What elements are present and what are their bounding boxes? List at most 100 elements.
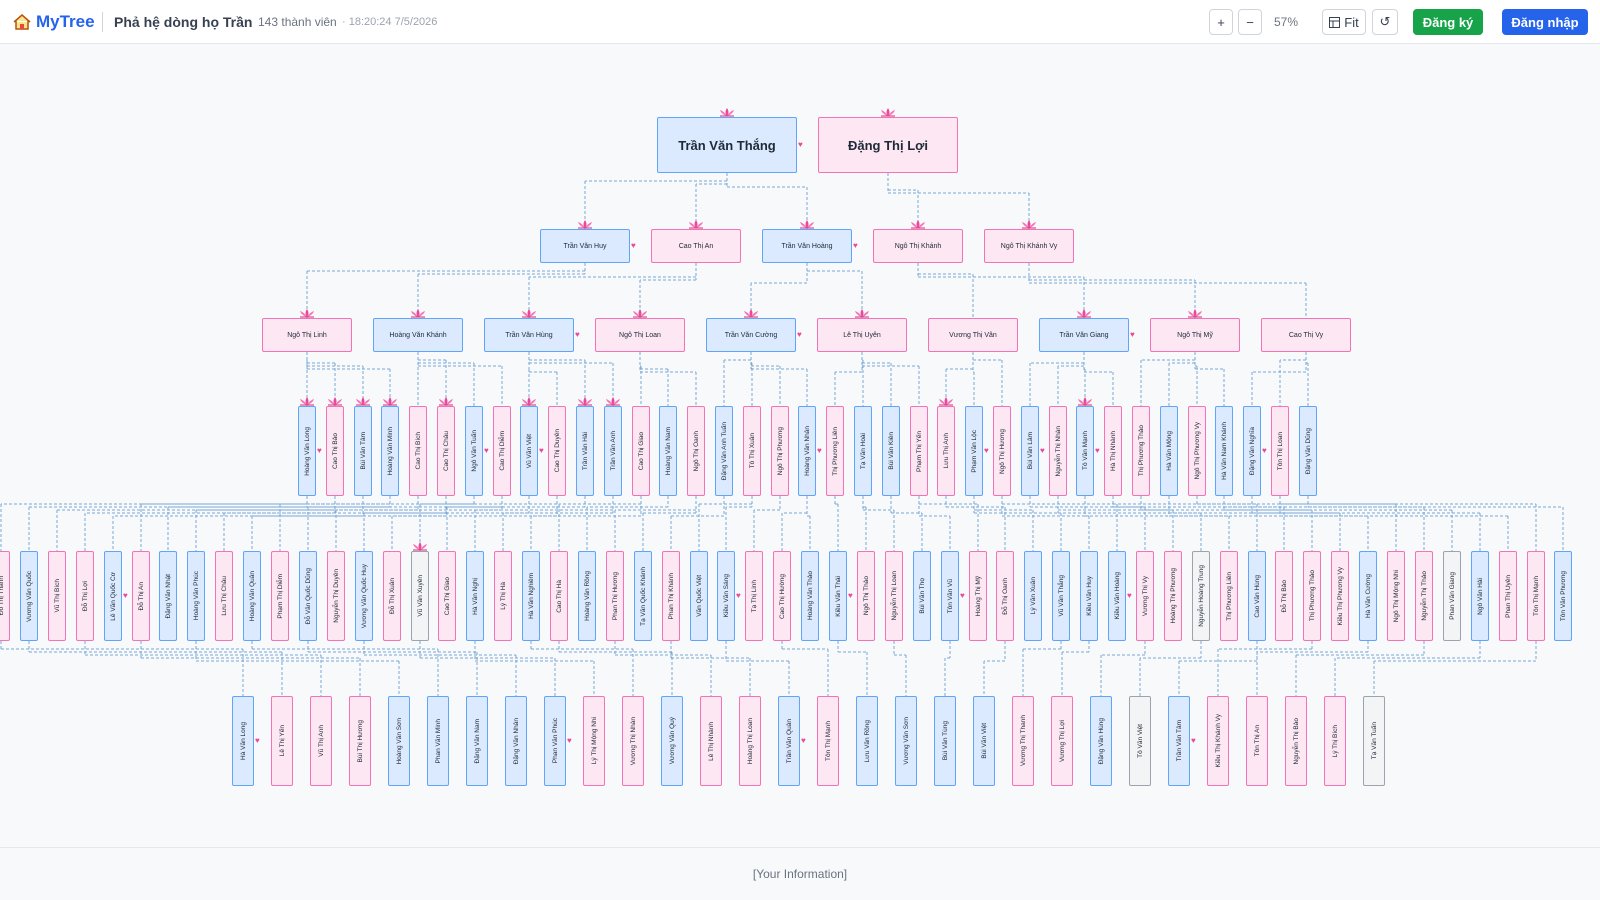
member-card[interactable]: Trần Văn Thắng [657, 108, 797, 173]
member-card[interactable]: Đỗ Thị Xuân [383, 551, 401, 641]
member-card[interactable]: Lê Thị Uyên [817, 309, 907, 352]
member-card[interactable]: Vương Văn Quốc Huy [355, 551, 373, 641]
member-card[interactable]: Lưu Thị Anh [937, 397, 955, 496]
member-card[interactable]: Ngô Thị Khánh Vy [984, 220, 1074, 263]
member-card[interactable]: Vũ Văn Thắng [1052, 551, 1070, 641]
member-card[interactable]: Đỗ Văn Quốc Dũng [299, 551, 317, 641]
member-card[interactable]: Lê Văn Quốc Cơ [104, 551, 122, 641]
member-card[interactable]: Lý Thị Mộng Nhi [583, 696, 605, 786]
member-card[interactable]: Trần Văn Hải [576, 397, 594, 496]
member-card[interactable]: Bùi Văn Thọ [913, 551, 931, 641]
member-card[interactable]: Vương Văn Quốc [20, 551, 38, 641]
member-card[interactable]: Cao Thị Diễm [493, 406, 511, 496]
member-card[interactable]: Trần Văn Hoàng [762, 220, 852, 263]
member-card[interactable]: Đặng Văn Nhân [505, 696, 527, 786]
member-card[interactable]: Cao Thị An [651, 220, 741, 263]
member-card[interactable]: Vũ Thị Bích [48, 551, 66, 641]
member-card[interactable]: Nguyễn Thị Loan [885, 551, 903, 641]
member-card[interactable]: Tô Văn Việt [1129, 696, 1151, 786]
member-card[interactable]: Lưu Thị Châu [215, 551, 233, 641]
member-card[interactable]: Ngô Văn Tuấn [465, 406, 483, 496]
member-card[interactable]: Kiều Văn Sáng [717, 551, 735, 641]
member-card[interactable]: Tô Văn Mạnh [1076, 397, 1094, 496]
member-card[interactable]: Đỗ Thị Oanh [996, 551, 1014, 641]
member-card[interactable]: Hoàng Văn Sơn [388, 696, 410, 786]
member-card[interactable]: Hoàng Văn Phúc [187, 551, 205, 641]
member-card[interactable]: Đặng Văn Hùng [1090, 696, 1112, 786]
member-card[interactable]: Cao Thị Hường [773, 551, 791, 641]
member-card[interactable]: Đỗ Thị Thanh [0, 551, 10, 641]
member-card[interactable]: Hoàng Văn Rồng [578, 551, 596, 641]
member-card[interactable]: Vương Thị Lợi [1051, 696, 1073, 786]
member-card[interactable]: Cao Thị Bích [409, 406, 427, 496]
member-card[interactable]: Ngô Thị Phương Vy [1188, 406, 1206, 496]
member-card[interactable]: Đỗ Thị Bảo [1275, 551, 1293, 641]
member-card[interactable]: Vũ Thị Anh [310, 696, 332, 786]
refresh-icon[interactable]: ↺ [1372, 9, 1398, 35]
member-card[interactable]: Trần Văn Tâm [1168, 696, 1190, 786]
member-card[interactable]: Kiều Văn Hoàng [1108, 551, 1126, 641]
member-card[interactable]: Hoàng Văn Quân [243, 551, 261, 641]
member-card[interactable]: Thị Phương Thảo [1303, 551, 1321, 641]
member-card[interactable]: Thị Phương Thảo [1132, 406, 1150, 496]
member-card[interactable]: Vũ Văn Việt [520, 397, 538, 496]
member-card[interactable]: Tô Thị Xuân [743, 406, 761, 496]
member-card[interactable]: Tôn Văn Phương [1554, 551, 1572, 641]
member-card[interactable]: Hoàng Văn Khánh [373, 309, 463, 352]
member-card[interactable]: Lê Thị Yến [271, 696, 293, 786]
member-card[interactable]: Lý Văn Xuân [1024, 551, 1042, 641]
brand-name[interactable]: MyTree [36, 12, 95, 31]
member-card[interactable]: Kiều Văn Huy [1080, 551, 1098, 641]
login-button[interactable]: Đăng nhập [1502, 9, 1588, 35]
member-card[interactable]: Cao Văn Hùng [1248, 551, 1266, 641]
member-card[interactable]: Phan Văn Minh [427, 696, 449, 786]
member-card[interactable]: Phạm Thị Yến [910, 406, 928, 496]
member-card[interactable]: Cao Thị Châu [437, 397, 455, 496]
zoom-in-button[interactable]: + [1209, 9, 1233, 35]
member-card[interactable]: Vương Thị Vân [928, 318, 1018, 352]
member-card[interactable]: Bùi Văn Việt [973, 696, 995, 786]
member-card[interactable]: Hoàng Văn Nam [659, 406, 677, 496]
member-card[interactable]: Kiều Văn Thái [829, 551, 847, 641]
member-card[interactable]: Phan Văn Giang [1443, 551, 1461, 641]
member-card[interactable]: Trần Văn Quân [778, 696, 800, 786]
member-card[interactable]: Tôn Thị An [1246, 696, 1268, 786]
member-card[interactable]: Trần Văn Huy [540, 220, 630, 263]
member-card[interactable]: Bùi Văn Tùng [934, 696, 956, 786]
member-card[interactable]: Ngô Thị Thảo [857, 551, 875, 641]
member-card[interactable]: Vương Thị Thanh [1012, 696, 1034, 786]
member-card[interactable]: Cao Thị Hà [550, 551, 568, 641]
member-card[interactable]: Cao Thị Giao [438, 551, 456, 641]
member-card[interactable]: Đặng Thị Lợi [818, 108, 958, 173]
member-card[interactable]: Ngô Thị Phương [771, 406, 789, 496]
register-button[interactable]: Đăng ký [1413, 9, 1483, 35]
member-card[interactable]: Đặng Văn Anh Tuấn [715, 406, 733, 496]
member-card[interactable]: Hoàng Văn Long [298, 397, 316, 496]
member-card[interactable]: Lý Thị Bích [1324, 696, 1346, 786]
member-card[interactable]: Ngô Thị Mỹ [1150, 309, 1240, 352]
member-card[interactable]: Cao Thị Giao [632, 406, 650, 496]
member-card[interactable]: Hoàng Thị Loan [739, 696, 761, 786]
member-card[interactable]: Bùi Văn Kiên [882, 406, 900, 496]
member-card[interactable]: Vương Văn Quý [661, 696, 683, 786]
member-card[interactable]: Trần Văn Anh [604, 397, 622, 496]
member-card[interactable]: Tôn Thị Mạnh [1527, 551, 1545, 641]
member-card[interactable]: Kiều Thị Khánh Vy [1207, 696, 1229, 786]
member-card[interactable]: Trần Văn Giang [1039, 309, 1129, 352]
member-card[interactable]: Hà Văn Cường [1359, 551, 1377, 641]
member-card[interactable]: Đặng Văn Dũng [1299, 406, 1317, 496]
member-card[interactable]: Đỗ Thị An [132, 551, 150, 641]
member-card[interactable]: Hoàng Văn Nhân [798, 406, 816, 496]
home-icon[interactable] [12, 0, 34, 44]
member-card[interactable]: Hà Văn Nam Khánh [1215, 406, 1233, 496]
member-card[interactable]: Cao Thị Vy [1261, 318, 1351, 352]
member-card[interactable]: Cao Thị Duyên [548, 406, 566, 496]
member-card[interactable]: Nguyễn Thị Bảo [1285, 696, 1307, 786]
member-card[interactable]: Trần Văn Cường [706, 309, 796, 352]
member-card[interactable]: Tạ Thị Linh [745, 551, 763, 641]
member-card[interactable]: Đặng Văn Nam [466, 696, 488, 786]
member-card[interactable]: Tạ Văn Hoài [854, 406, 872, 496]
member-card[interactable]: Thị Phương Liên [826, 406, 844, 496]
member-card[interactable]: Trần Văn Hùng [484, 309, 574, 352]
member-card[interactable]: Ngô Thị Khánh [873, 220, 963, 263]
